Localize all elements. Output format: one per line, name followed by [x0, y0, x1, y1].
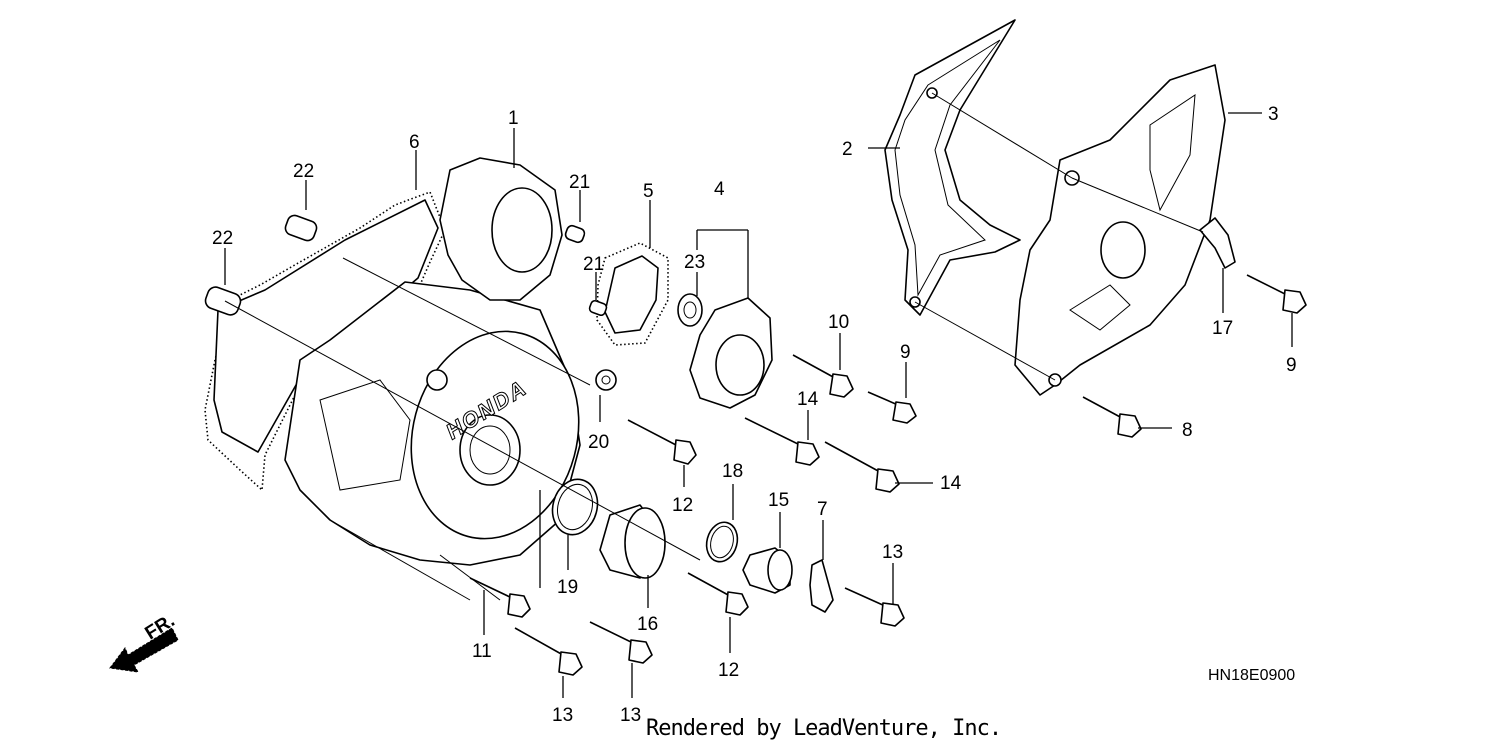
dowel-pin-part-22-upper[interactable] — [283, 213, 318, 242]
sprocket-cover-plate-part-2[interactable] — [884, 19, 1021, 316]
diagram-code: HN18E0900 — [1208, 667, 1296, 684]
callout-17: 17 — [1212, 318, 1233, 339]
clamp-part-17[interactable] — [1199, 217, 1236, 269]
callout-9-right: 9 — [1286, 355, 1297, 376]
callout-13-left: 13 — [552, 705, 573, 726]
callout-14-lower: 14 — [940, 473, 962, 494]
callout-12-lower: 12 — [718, 660, 739, 681]
front-direction-arrow: FR. — [109, 610, 179, 673]
bearing-part-23[interactable] — [677, 293, 703, 327]
gasket-part-5[interactable] — [596, 242, 669, 346]
render-credit: Rendered by LeadVenture, Inc. — [646, 716, 1002, 741]
callout-22-upper: 22 — [293, 161, 314, 182]
left-crankcase-cover-part-1[interactable]: HONDA — [284, 157, 601, 566]
callout-23: 23 — [684, 252, 705, 273]
o-ring-part-19[interactable] — [547, 474, 604, 539]
callout-5: 5 — [643, 181, 654, 202]
cap-part-15[interactable] — [742, 547, 793, 594]
callout-labels: 1 6 22 22 21 21 5 4 23 2 3 10 9 17 9 14 … — [212, 104, 1297, 726]
bolt-part-13-left[interactable] — [514, 627, 583, 676]
callout-21-upper: 21 — [569, 172, 590, 193]
clamp-part-7[interactable] — [809, 559, 834, 613]
bolt-part-12-lower[interactable] — [687, 572, 749, 616]
callout-2: 2 — [842, 139, 853, 160]
callout-3: 3 — [1268, 104, 1279, 125]
callout-4: 4 — [714, 179, 725, 200]
callout-13-right: 13 — [882, 542, 903, 563]
dowel-pin-part-22-lower[interactable] — [203, 285, 242, 317]
callout-9-middle: 9 — [900, 342, 911, 363]
callout-15: 15 — [768, 490, 789, 511]
bolt-part-14-lower[interactable] — [824, 441, 900, 493]
dowel-pin-part-21-lower[interactable] — [588, 299, 608, 317]
bolt-part-8[interactable] — [1082, 396, 1142, 438]
cap-part-16[interactable] — [599, 504, 666, 579]
bolt-part-14-upper[interactable] — [744, 417, 820, 466]
callout-16: 16 — [637, 614, 658, 635]
callout-19: 19 — [557, 577, 578, 598]
nut-part-20[interactable] — [595, 369, 617, 391]
callout-14-upper: 14 — [797, 389, 819, 410]
callout-21-lower: 21 — [583, 254, 604, 275]
leader-lines — [224, 92, 1293, 698]
callout-8: 8 — [1182, 420, 1193, 441]
callout-1: 1 — [508, 108, 519, 129]
bolt-part-13-middle[interactable] — [589, 621, 653, 664]
bolt-part-11[interactable] — [469, 577, 531, 618]
callout-20: 20 — [588, 432, 609, 453]
bolt-part-13-right[interactable] — [844, 587, 905, 627]
bolt-part-12-upper[interactable] — [627, 419, 697, 465]
callout-11: 11 — [472, 641, 492, 662]
callout-10: 10 — [828, 312, 849, 333]
callout-6: 6 — [409, 132, 420, 153]
bolt-part-9-right[interactable] — [1246, 274, 1307, 314]
dowel-pin-part-21-upper[interactable] — [564, 224, 586, 244]
bolt-part-10[interactable] — [792, 354, 854, 398]
callout-22-lower: 22 — [212, 228, 233, 249]
callout-13-middle: 13 — [620, 705, 641, 726]
callout-12-upper: 12 — [672, 495, 693, 516]
sprocket-cover-part-3[interactable] — [1014, 64, 1226, 396]
pump-cover-part-4[interactable] — [689, 297, 773, 409]
gasket-part-6[interactable] — [204, 191, 446, 491]
callout-7: 7 — [817, 499, 828, 520]
o-ring-part-18[interactable] — [702, 519, 741, 565]
bolt-part-9-middle[interactable] — [867, 391, 917, 424]
callout-18: 18 — [722, 461, 743, 482]
